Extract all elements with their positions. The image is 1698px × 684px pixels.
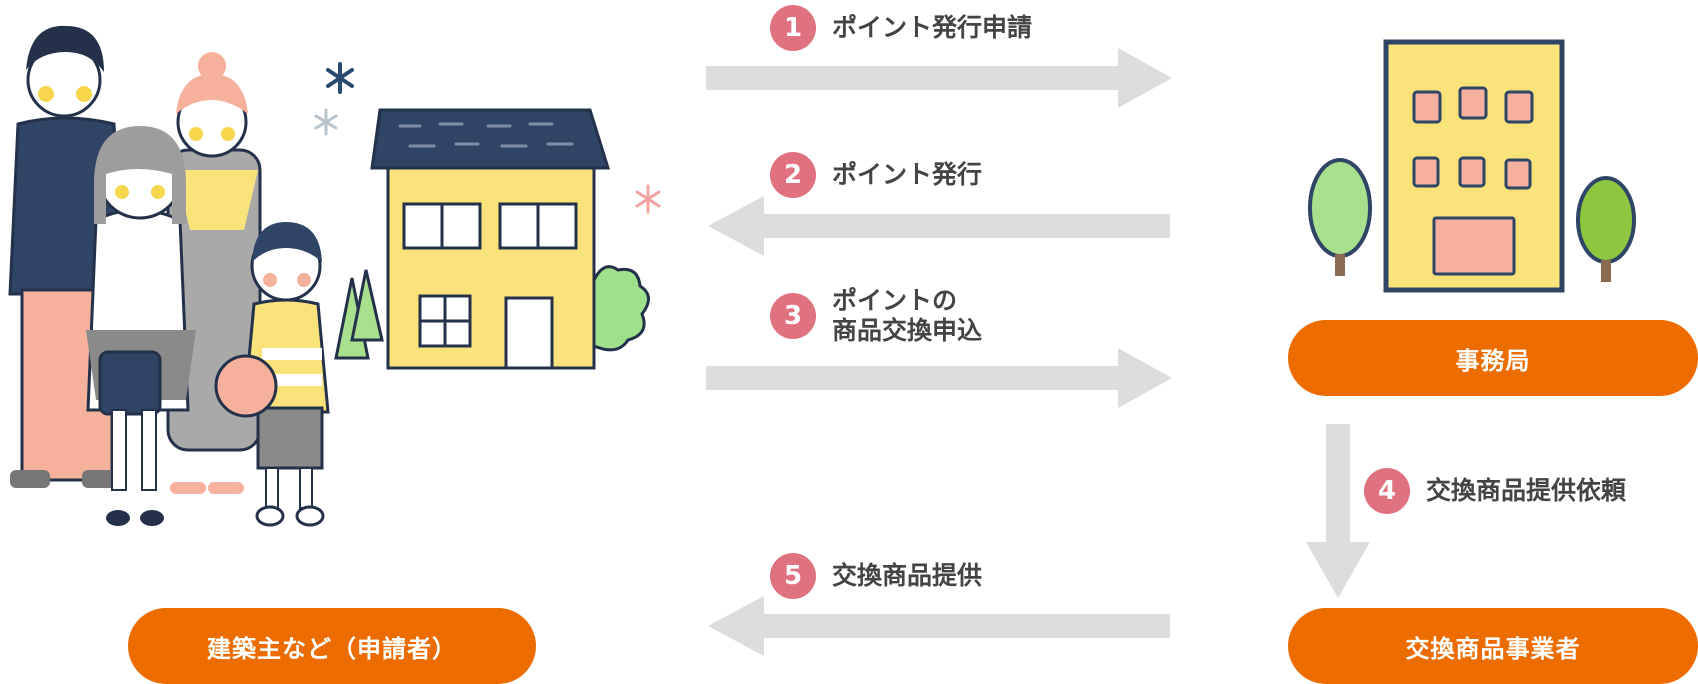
- step-label: 交換商品提供: [832, 561, 983, 590]
- step-label-line2: 商品交換申込: [832, 316, 983, 345]
- step-number-badge: 4: [1364, 468, 1410, 514]
- step-label: ポイント発行申請: [832, 13, 1033, 42]
- step-label: ポイント発行: [832, 160, 983, 189]
- house: [370, 108, 611, 370]
- step-label: 交換商品提供依頼: [1426, 476, 1627, 505]
- step-number-badge: 2: [770, 152, 816, 198]
- step-2: 2 ポイント発行: [770, 152, 982, 198]
- family-house-illustration: [8, 25, 661, 527]
- step-4: 4 交換商品提供依頼: [1364, 468, 1626, 514]
- arrow-left-2: [708, 196, 1170, 256]
- step-number-badge: 3: [770, 293, 816, 339]
- step-number-badge: 5: [770, 553, 816, 599]
- step-label-line1: ポイントの: [832, 286, 958, 315]
- arrow-right-3: [706, 348, 1172, 408]
- arrow-right-1: [706, 48, 1172, 108]
- girl: [86, 126, 196, 526]
- boy: [214, 222, 330, 527]
- sparkle-icon: [326, 62, 354, 94]
- office-label: 事務局: [1288, 320, 1698, 396]
- step-5: 5 交換商品提供: [770, 553, 982, 599]
- step-number-badge: 1: [770, 5, 816, 51]
- arrow-down-4: [1306, 424, 1370, 598]
- arrow-left-5: [708, 596, 1170, 656]
- step-1: 1 ポイント発行申請: [770, 5, 1032, 51]
- step-3: 3 ポイントの 商品交換申込: [770, 286, 982, 346]
- step-label: ポイントの 商品交換申込: [832, 286, 982, 346]
- provider-label: 交換商品事業者: [1288, 608, 1698, 684]
- office-building-illustration: [1308, 39, 1636, 293]
- applicant-label: 建築主など（申請者）: [128, 608, 536, 684]
